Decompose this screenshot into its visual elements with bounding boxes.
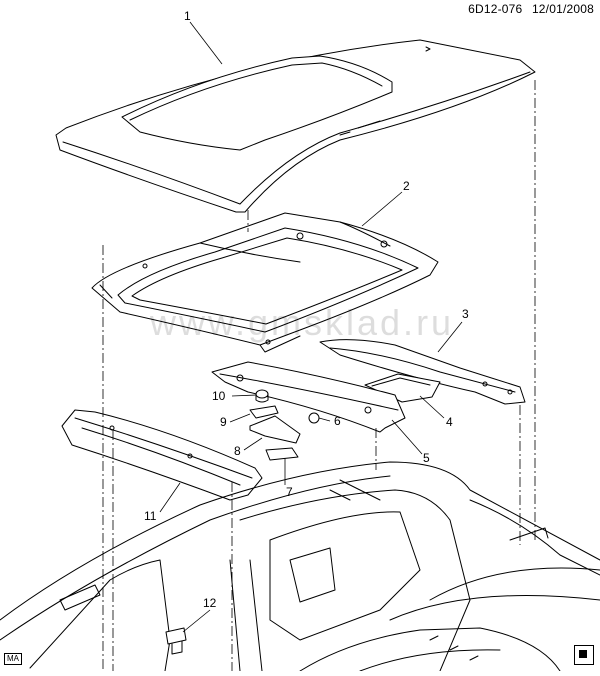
callout-labels: 1 2 3 4 5 6 7 8 9 10 11 12 <box>144 9 469 610</box>
fastener-part-12 <box>165 627 187 655</box>
roof-bow-part-5 <box>211 361 406 433</box>
callout-9: 9 <box>220 415 227 429</box>
brand-logo-icon <box>574 645 594 665</box>
callout-7: 7 <box>286 485 293 499</box>
callout-3: 3 <box>462 307 469 321</box>
callout-1: 1 <box>184 9 191 23</box>
callout-6: 6 <box>334 414 341 428</box>
alignment-lines <box>102 80 536 671</box>
side-rail-part-3 <box>319 339 526 405</box>
leader-lines <box>159 21 463 633</box>
watermark: www.gmsklad.ru <box>150 302 455 343</box>
vehicle-body-structure <box>0 461 600 672</box>
hardware-parts-6-10 <box>249 389 320 461</box>
callout-8: 8 <box>234 444 241 458</box>
sunroof-frame-part-2 <box>91 212 439 353</box>
callout-4: 4 <box>446 415 453 429</box>
callout-12: 12 <box>203 596 217 610</box>
callout-11: 11 <box>144 509 157 523</box>
callout-10: 10 <box>212 389 226 403</box>
roof-panel-part-1 <box>55 39 536 213</box>
callout-2: 2 <box>403 179 410 193</box>
callout-5: 5 <box>423 451 430 465</box>
corner-label: MA <box>4 653 22 665</box>
front-header-part-11 <box>61 409 263 501</box>
drawing-id: 6D12-076 <box>468 2 523 16</box>
drawing-date: 12/01/2008 <box>531 2 594 16</box>
drawing-header: 6D12-076 12/01/2008 <box>462 2 594 16</box>
